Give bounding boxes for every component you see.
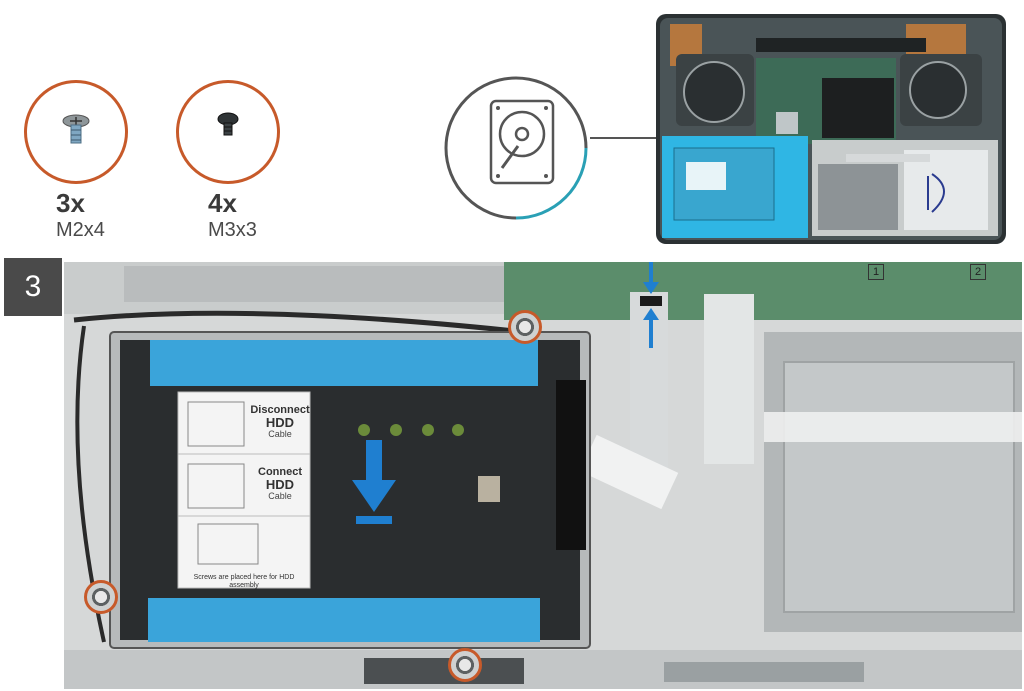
card-footer-text: Screws are placed here for HDD assembly <box>193 574 295 589</box>
board-mark-1: 1 <box>868 264 884 280</box>
connector-press-arrows-icon <box>640 262 662 348</box>
laptop-overview-image <box>656 14 1006 244</box>
hdd-icon <box>489 99 555 185</box>
card-connect-label: Connect HDD Cable <box>250 466 310 502</box>
push-down-arrow-icon <box>352 440 396 524</box>
card-disconnect-label: Disconnect HDD Cable <box>250 404 310 440</box>
card-disconnect-device: HDD <box>265 415 295 431</box>
card-disconnect-title: Disconnect <box>250 404 310 416</box>
screw-callout-top <box>508 310 542 344</box>
step-number-badge: 3 <box>4 258 62 316</box>
board-mark-2: 2 <box>970 264 986 280</box>
screw-m2x4-icon <box>62 114 90 144</box>
screw-m2x4-count: 3x <box>56 188 85 218</box>
hdd-installation-photo: Disconnect HDD Cable Connect HDD Cable S… <box>64 262 1022 689</box>
screw-m2x4-size: M2x4 <box>56 219 105 241</box>
card-connect-title: Connect <box>258 466 302 478</box>
screw-m3x3-icon <box>217 112 239 136</box>
screw-m2x4-callout <box>24 80 128 184</box>
card-disconnect-object: Cable <box>268 429 292 440</box>
palmrest-hdd-illustration <box>64 262 1022 689</box>
screw-m3x3-size: M3x3 <box>208 219 257 241</box>
screw-m3x3-callout <box>176 80 280 184</box>
screw-callout-left <box>84 580 118 614</box>
laptop-board-illustration <box>660 18 1002 240</box>
card-connect-object: Cable <box>268 491 292 502</box>
screw-m3x3-count: 4x <box>208 188 237 218</box>
screw-callout-bottom <box>448 648 482 682</box>
card-connect-device: HDD <box>265 477 295 493</box>
